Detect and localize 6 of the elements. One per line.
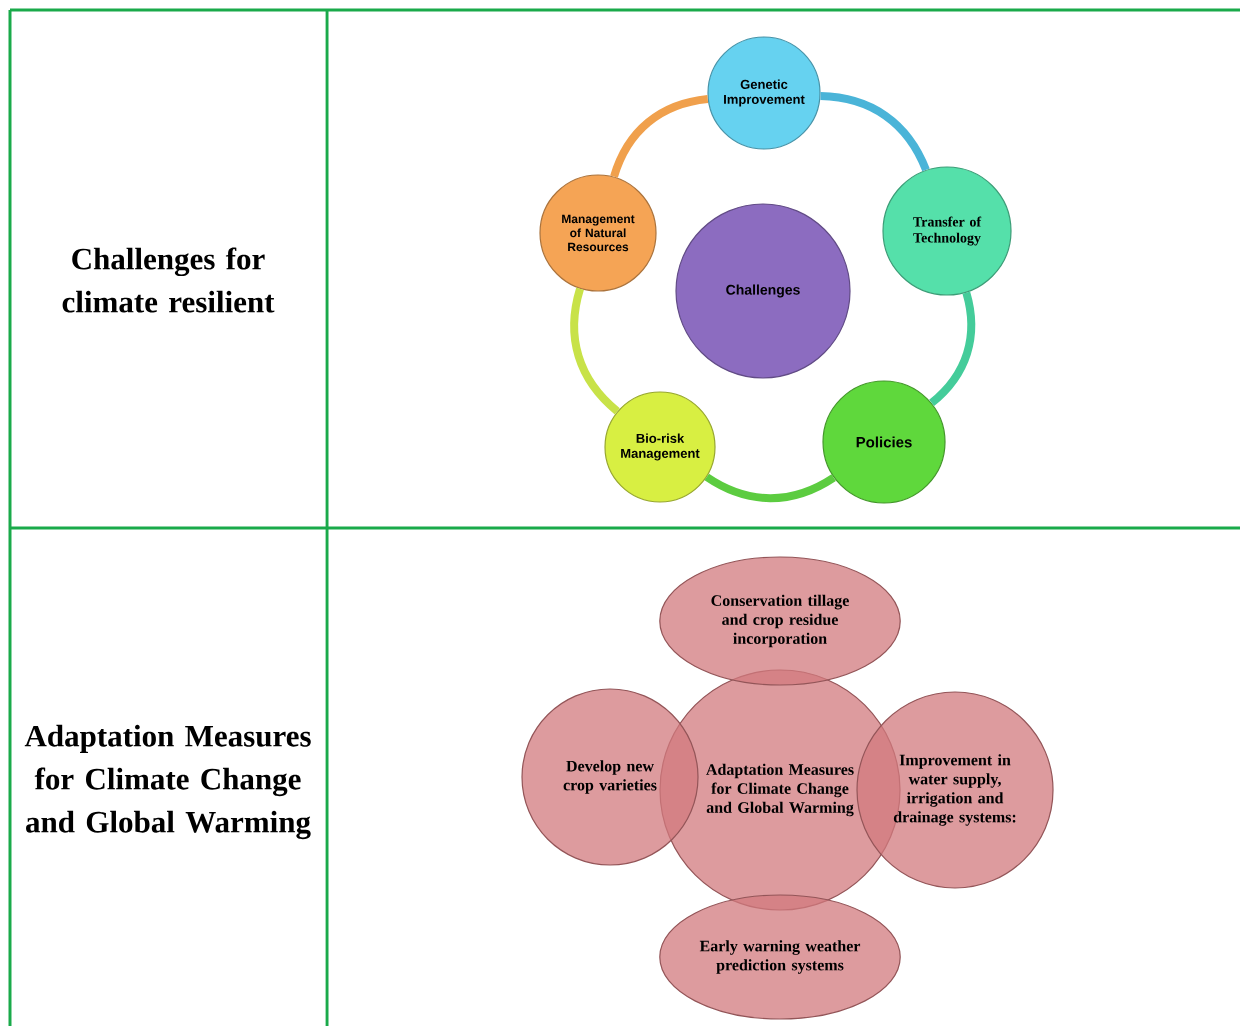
ring-arc [570, 287, 620, 415]
row-heading: Challenges for climate resilient [62, 247, 275, 313]
ring-arc [929, 291, 976, 406]
ring-arc [610, 95, 709, 178]
row-heading: Adaptation Measures for Climate Change and Global Warming [24, 724, 311, 840]
ring-arc [704, 473, 836, 503]
